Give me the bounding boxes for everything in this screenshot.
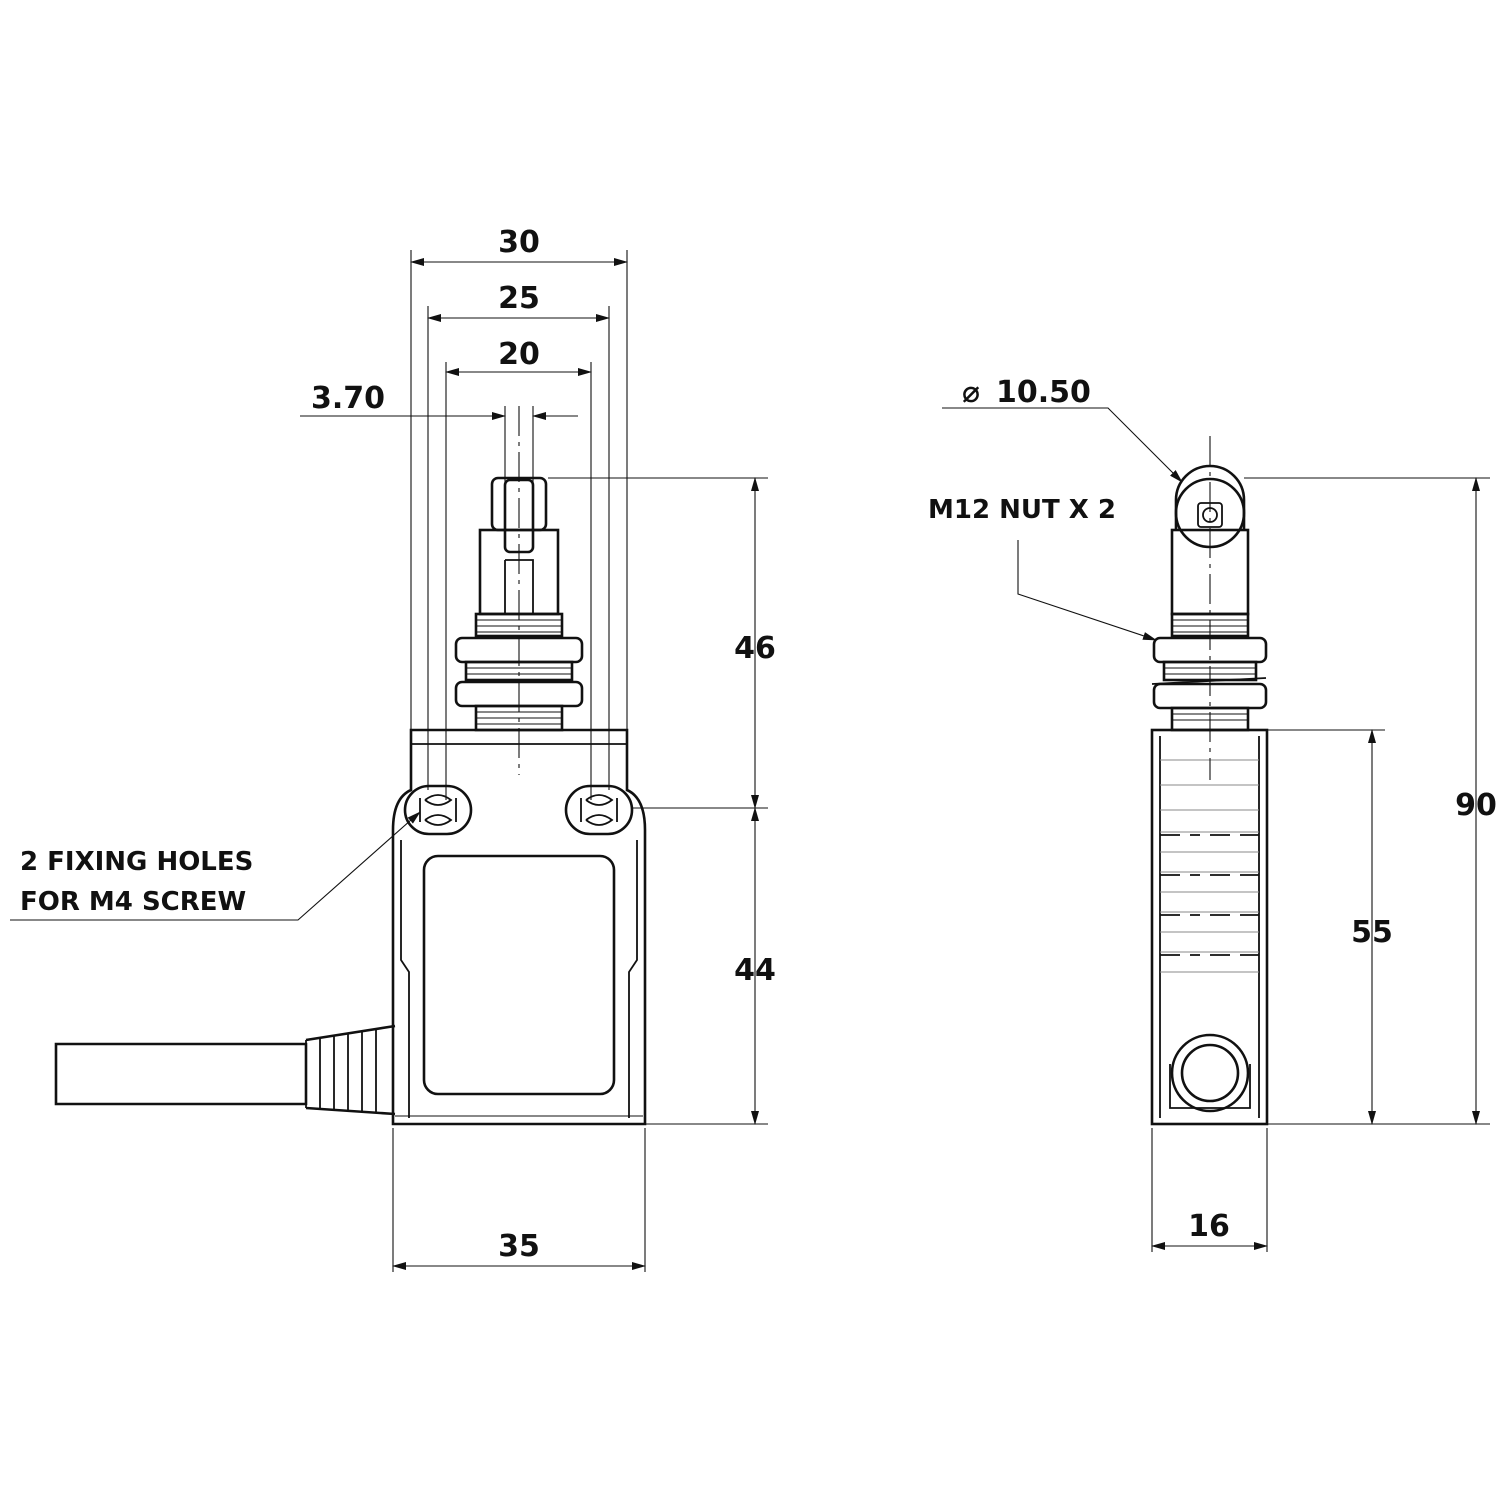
dim-plunger-3-70: 3.70 xyxy=(311,381,385,416)
cable-gland xyxy=(1170,1033,1250,1113)
dim-body-height-55: 55 xyxy=(1351,915,1393,950)
nut-note: M12 NUT X 2 xyxy=(928,495,1116,525)
dim-height-46: 46 xyxy=(734,631,776,666)
dim-depth-16: 16 xyxy=(1188,1209,1230,1244)
dim-width-20: 20 xyxy=(498,337,540,372)
fixing-hole-left xyxy=(403,784,473,836)
cable xyxy=(54,1024,396,1116)
fixing-holes-note-line2: FOR M4 SCREW xyxy=(20,887,246,917)
side-bushing xyxy=(1151,612,1268,732)
dim-width-25: 25 xyxy=(498,281,540,316)
side-housing xyxy=(1150,728,1269,1126)
switch-housing xyxy=(391,728,647,1126)
dim-body-width-35: 35 xyxy=(498,1229,540,1264)
dim-width-30: 30 xyxy=(498,225,540,260)
front-view: 30 25 20 3.70 46 44 35 2 FIXING HOLES FO… xyxy=(10,225,776,1272)
fixing-hole-right xyxy=(564,784,634,836)
front-extension-lines xyxy=(392,250,768,1272)
dim-total-height-90: 90 xyxy=(1455,788,1497,823)
dim-height-44: 44 xyxy=(734,953,776,988)
dim-roller-diameter: 10.50 xyxy=(996,375,1091,410)
side-view: ⌀ 10.50 M12 NUT X 2 90 55 16 xyxy=(928,375,1497,1252)
diameter-symbol: ⌀ xyxy=(962,375,980,410)
fixing-holes-note-line1: 2 FIXING HOLES xyxy=(20,847,253,877)
label-plate xyxy=(422,854,616,1096)
